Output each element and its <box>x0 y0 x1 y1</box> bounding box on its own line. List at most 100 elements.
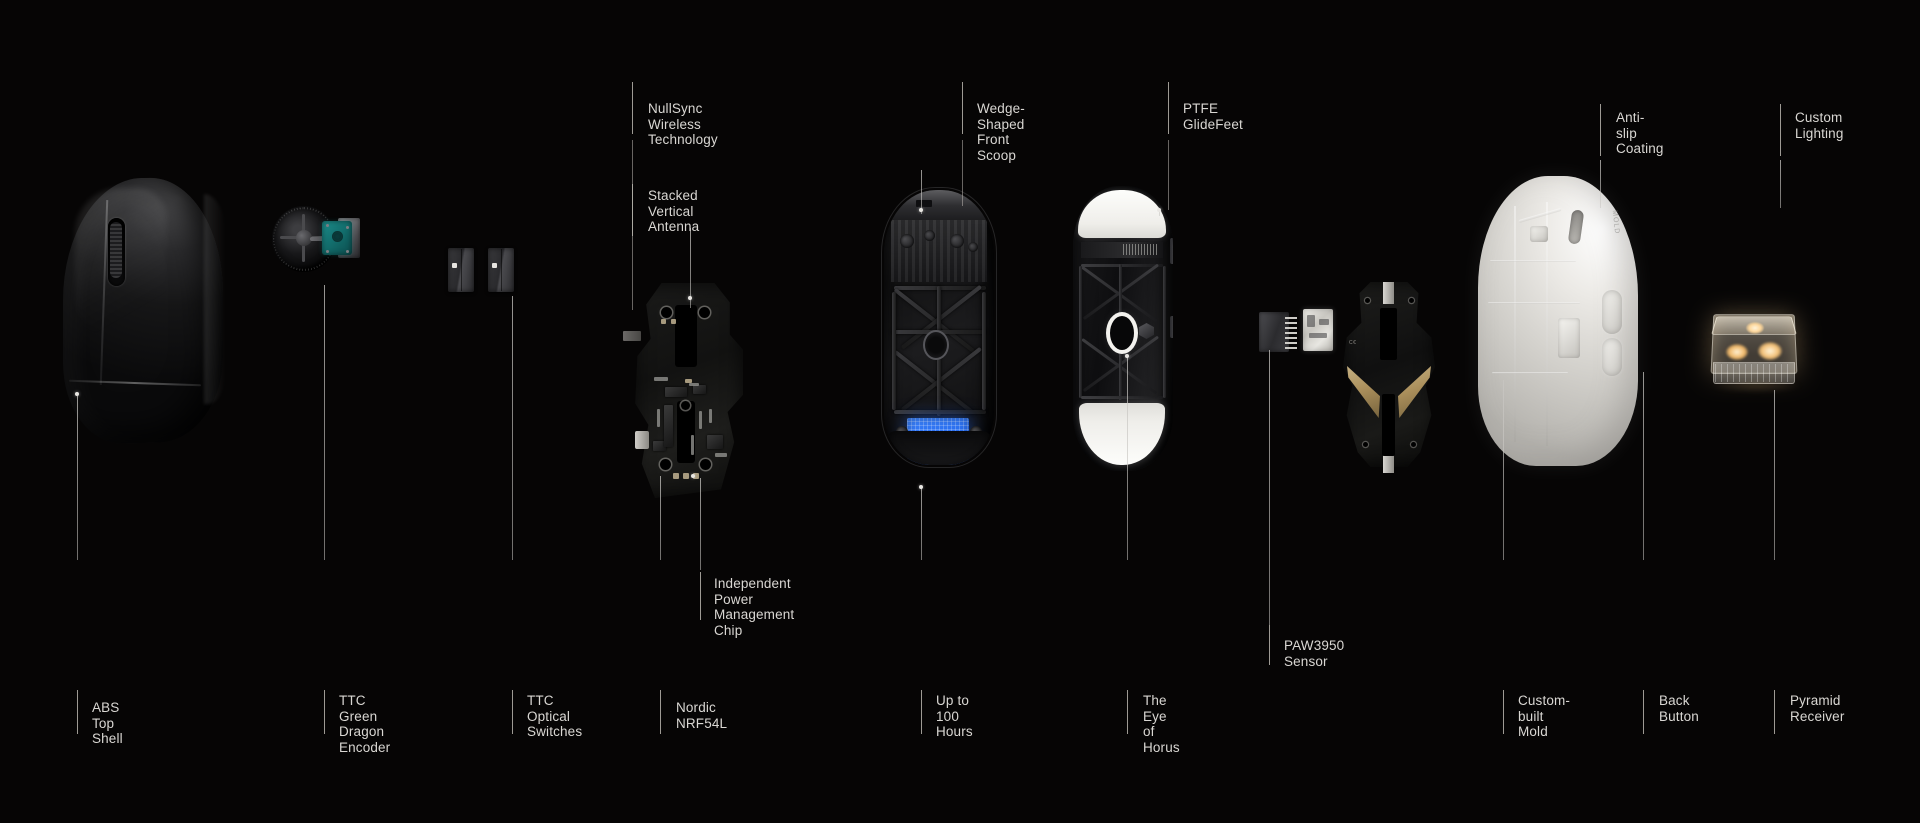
pcb-pad-5 <box>683 473 689 479</box>
switch-led-left <box>452 263 457 268</box>
antenna-pcb-hole-1 <box>1365 298 1370 303</box>
sensor-detail-2 <box>1319 319 1329 325</box>
abs-top-shell-part[interactable] <box>55 170 230 450</box>
pcb-trace-1 <box>654 377 668 381</box>
ptfe-glide-foot-front <box>1078 190 1166 238</box>
bottom-rail-left <box>1079 266 1082 398</box>
callout-rule-nordic <box>660 690 661 734</box>
callout-label-battery-life: Up to 100 Hours <box>936 693 973 739</box>
optical-switch-right <box>488 248 514 292</box>
pyramid-receiver-shadow <box>1710 380 1802 392</box>
pcb-trace-7 <box>715 453 727 457</box>
connector-pins <box>1285 315 1297 349</box>
anchor-dot-front-scoop <box>919 208 923 212</box>
pyramid-receiver-base-grid <box>1715 364 1793 382</box>
callout-label-antenna: Stacked Vertical Antenna <box>648 188 700 234</box>
callout-rule-back-button <box>1643 690 1644 734</box>
scroll-wheel <box>110 222 122 278</box>
chassis-boss-2 <box>924 230 935 241</box>
leader-anti-slip <box>1600 160 1601 208</box>
top-shell-right-edge <box>204 194 226 404</box>
gold-antenna-pcb-part[interactable]: C€ <box>1343 282 1435 473</box>
mold-rib-1 <box>1490 260 1576 262</box>
wedge-shaped-front-scoop <box>890 190 988 224</box>
callout-label-anti-slip: Anti-slip Coating <box>1616 110 1664 156</box>
forward-button[interactable] <box>1602 338 1622 376</box>
pcb-hole-4 <box>700 459 711 470</box>
bottom-rail-top <box>1081 264 1163 267</box>
callout-label-horus: The Eye of Horus <box>1143 693 1180 755</box>
pcb-trace-3 <box>657 409 660 427</box>
callout-label-paw3950: PAW3950 Sensor <box>1284 638 1345 669</box>
callout-rule-front-scoop-ext <box>962 140 963 206</box>
custom-lighting-glow-right <box>1758 342 1782 360</box>
antenna-pcb-slot-upper <box>1380 308 1397 360</box>
encoder-hub <box>296 230 312 246</box>
bottom-shell-hex-screw <box>1139 323 1154 339</box>
pcb-chip-tall <box>664 405 673 447</box>
anchor-dot-abs-top-shell <box>75 392 79 396</box>
encoder-bore <box>332 231 343 242</box>
lattice-rail-left <box>892 292 896 410</box>
leader-paw <box>1269 350 1270 625</box>
pcb-pad-1 <box>661 319 666 324</box>
chassis-rear-cap <box>888 431 990 465</box>
callout-rule-pmic <box>700 572 701 620</box>
pcb-chip-small-2 <box>653 441 666 451</box>
callout-label-mold: Custom-built Mold <box>1518 693 1571 739</box>
optical-switch-left <box>448 248 474 292</box>
encoder-part[interactable] <box>272 200 364 280</box>
encoder-screw-4 <box>346 250 349 253</box>
pcb-usb-connector <box>635 431 649 449</box>
anchor-dot-ptfe <box>1157 208 1161 212</box>
bottom-rail-bottom <box>1081 396 1163 399</box>
pcb-pad-4 <box>673 473 679 479</box>
leader-switches <box>512 296 513 560</box>
callout-rule-nullsync <box>632 82 633 134</box>
pcb-hole-3 <box>660 459 671 470</box>
bottom-shell-part[interactable] <box>1073 186 1173 471</box>
chassis-boss-4 <box>968 242 978 252</box>
white-mold-part[interactable]: MOLD <box>1478 176 1638 466</box>
chassis-boss-1 <box>900 234 914 248</box>
pcb-trace-4 <box>699 411 702 429</box>
leader-lighting <box>1780 160 1781 208</box>
antenna-pcb-stub-top <box>1383 282 1394 304</box>
antenna-pcb-cert-mark: C€ <box>1349 340 1357 346</box>
callout-label-nullsync: NullSync Wireless Technology <box>648 101 718 147</box>
pcb-trace-2 <box>689 383 699 386</box>
callout-rule-anti-slip <box>1600 104 1601 156</box>
switch-seam-right <box>501 249 502 291</box>
pcb-flex-cable <box>623 331 641 341</box>
mold-embossed-text: MOLD <box>1610 209 1620 235</box>
back-button[interactable] <box>1602 290 1622 334</box>
bottom-shell-side-tab-2 <box>1170 316 1173 338</box>
callout-label-back-button: Back Button <box>1659 693 1699 724</box>
callout-rule-horus <box>1127 690 1128 734</box>
pyramid-receiver-base <box>1713 362 1795 384</box>
pcb-chip-small-1 <box>693 385 706 394</box>
encoder-screw-1 <box>326 224 329 227</box>
sensor-connectors-part[interactable] <box>1259 306 1347 362</box>
callout-rule-front-scoop <box>962 82 963 134</box>
mold-parting-line-1 <box>1514 206 1516 442</box>
switch-led-right <box>492 263 497 268</box>
leader-pmic <box>700 478 701 570</box>
the-eye-of-horus-sensor-lens <box>1110 316 1134 350</box>
pcb-trace-6 <box>709 409 712 423</box>
custom-lighting-glow-left <box>1726 344 1748 360</box>
leader-antenna <box>690 228 691 308</box>
pyramid-receiver-part[interactable] <box>1700 306 1820 406</box>
nordic-pcb-part[interactable] <box>623 283 743 498</box>
leader-back-button <box>1643 372 1644 560</box>
optical-switches-part[interactable] <box>448 248 514 296</box>
leader-mold <box>1503 380 1504 560</box>
chassis-part[interactable] <box>884 190 994 465</box>
custom-lighting-glow-center <box>1746 322 1764 334</box>
anchor-dot-antenna <box>688 296 692 300</box>
callout-label-pmic: Independent Power Management Chip <box>714 576 795 638</box>
leader-battery <box>921 487 922 560</box>
callout-label-pyramid: Pyramid Receiver <box>1790 693 1845 724</box>
anchor-dot-horus <box>1125 354 1129 358</box>
